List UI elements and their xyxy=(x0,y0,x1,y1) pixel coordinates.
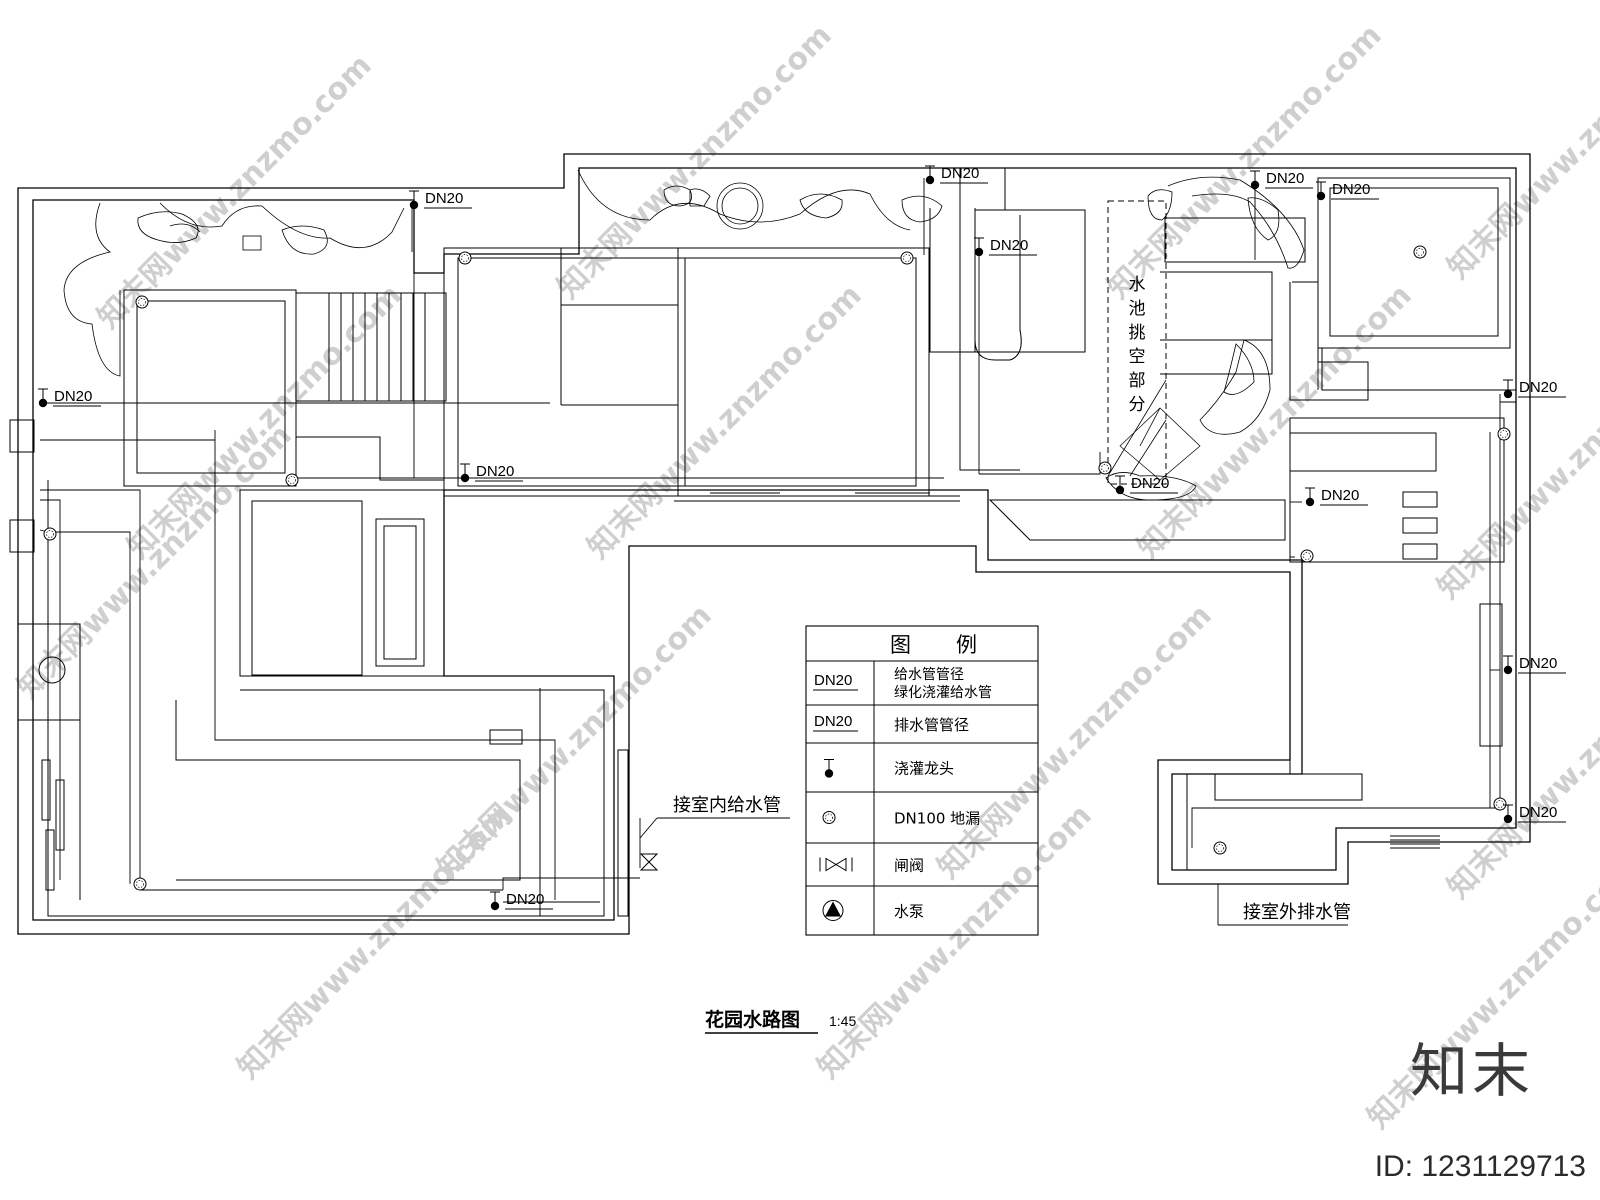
pipe-size-label: DN20 xyxy=(1131,475,1169,492)
sprinkler-tag: DN20 xyxy=(460,463,523,483)
floor-drain-icon xyxy=(43,527,57,541)
landscape-planting xyxy=(63,169,1305,501)
watermark-text: 知末网www.znzmo.com xyxy=(581,278,869,566)
legend-row: DN20 排水管管径 xyxy=(813,713,969,734)
indoor-supply-label: 接室内给水管 xyxy=(673,795,781,816)
sprinkler-tag: DN20 xyxy=(409,190,472,210)
gate-valve-icon xyxy=(819,857,853,872)
pool-label-char: 空 xyxy=(1129,347,1146,367)
drawing-scale: 1:45 xyxy=(829,1013,856,1029)
sprinkler-tag: DN20 xyxy=(974,237,1037,257)
legend-text: 给水管管径 xyxy=(894,667,964,683)
sprinkler-tag: DN20 xyxy=(925,165,988,185)
legend-pipe-symbol: DN20 xyxy=(814,713,852,730)
watermark-layer: 知末网www.znzmo.com知末网www.znzmo.com知末网www.z… xyxy=(11,0,1600,1136)
sprinkler-tag: DN20 xyxy=(1305,487,1368,507)
pipe-size-label: DN20 xyxy=(1519,804,1557,821)
pipe-size-label: DN20 xyxy=(476,463,514,480)
legend-row: 浇灌龙头 xyxy=(824,759,954,778)
floor-drains xyxy=(43,245,1511,891)
pool-label-char: 挑 xyxy=(1129,323,1146,343)
legend-title-char: 图 xyxy=(890,633,911,657)
pipe-size-label: DN20 xyxy=(1519,379,1557,396)
floor-drain-icon xyxy=(458,251,472,265)
pipe-size-label: DN20 xyxy=(425,190,463,207)
floor-drain-icon xyxy=(822,811,836,824)
sprinkler-tag: DN20 xyxy=(1503,655,1566,675)
floor-drain-icon xyxy=(285,473,299,487)
pipe-size-label: DN20 xyxy=(941,165,979,182)
floor-drain-icon xyxy=(1098,461,1112,475)
sprinkler-tag: DN20 xyxy=(1115,475,1178,495)
legend-row: 闸阀 xyxy=(819,857,924,875)
legend-text: 闸阀 xyxy=(894,857,924,875)
sprinkler-tag: DN20 xyxy=(38,388,101,408)
pipe-size-label: DN20 xyxy=(990,237,1028,254)
outer-walls xyxy=(17,153,1531,935)
floor-drain-icon xyxy=(1213,841,1227,855)
pipe-size-label: DN20 xyxy=(1266,170,1304,187)
legend-text: 排水管管径 xyxy=(894,716,969,734)
watermark-text: 知末网www.znzmo.com xyxy=(231,798,519,1086)
outdoor-drain-label: 接室外排水管 xyxy=(1243,902,1351,923)
pool-label-char: 分 xyxy=(1129,395,1146,415)
legend-text: 水泵 xyxy=(894,903,924,921)
pool-label-char: 水 xyxy=(1129,275,1146,295)
pipe-network xyxy=(39,178,1501,926)
pipe-size-label: DN20 xyxy=(506,891,544,908)
drawing-title: 花园水路图 xyxy=(705,1008,800,1031)
floor-drain-icon xyxy=(1497,427,1511,441)
pipe-size-label: DN20 xyxy=(1332,181,1370,198)
sprinkler-tag: DN20 xyxy=(1503,804,1566,824)
pool-label-char: 部 xyxy=(1129,371,1146,391)
watermark-text: 知末网www.znzmo.com xyxy=(11,418,299,706)
brand-logo: 知末 xyxy=(1409,1037,1534,1105)
pipe-size-label: DN20 xyxy=(54,388,92,405)
sprinkler-tag: DN20 xyxy=(1250,170,1313,190)
stair-treads xyxy=(328,293,426,401)
floor-drain-icon xyxy=(135,295,149,309)
legend-pipe-symbol: DN20 xyxy=(814,672,852,689)
sprinkler-icon xyxy=(824,759,834,778)
floor-drain-icon xyxy=(1493,797,1507,811)
watermark-text: 知末网www.znzmo.com xyxy=(551,18,839,306)
gate-valve-icon xyxy=(639,853,659,871)
legend-text: DN100 地漏 xyxy=(894,810,980,828)
pool-label-char: 池 xyxy=(1129,299,1146,319)
dn20-tags: DN20DN20DN20DN20DN20DN20DN20DN20DN20DN20… xyxy=(38,165,1566,911)
legend-text: 浇灌龙头 xyxy=(894,760,954,778)
legend-row: DN100 地漏 xyxy=(822,810,980,828)
watermark-text: 知末网www.znzmo.com xyxy=(1101,18,1389,306)
sprinkler-tag: DN20 xyxy=(1503,379,1566,399)
pump-icon xyxy=(822,900,844,921)
legend-text: 绿化浇灌给水管 xyxy=(894,685,992,701)
floor-drain-icon xyxy=(1413,245,1427,259)
watermark-text: 知末网www.znzmo.com xyxy=(1441,0,1600,286)
floor-drain-icon xyxy=(133,877,147,891)
legend-title: 图例 xyxy=(890,633,977,657)
legend-row: 水泵 xyxy=(822,900,924,921)
floor-drain-icon xyxy=(900,251,914,265)
floor-drain-icon xyxy=(1300,549,1314,563)
legend-title-char: 例 xyxy=(956,633,977,657)
pipe-size-label: DN20 xyxy=(1519,655,1557,672)
pipe-size-label: DN20 xyxy=(1321,487,1359,504)
image-id: ID: 1231129713 xyxy=(1374,1150,1586,1183)
sprinkler-tag: DN20 xyxy=(1316,181,1379,201)
sprinkler-tag: DN20 xyxy=(490,891,553,911)
